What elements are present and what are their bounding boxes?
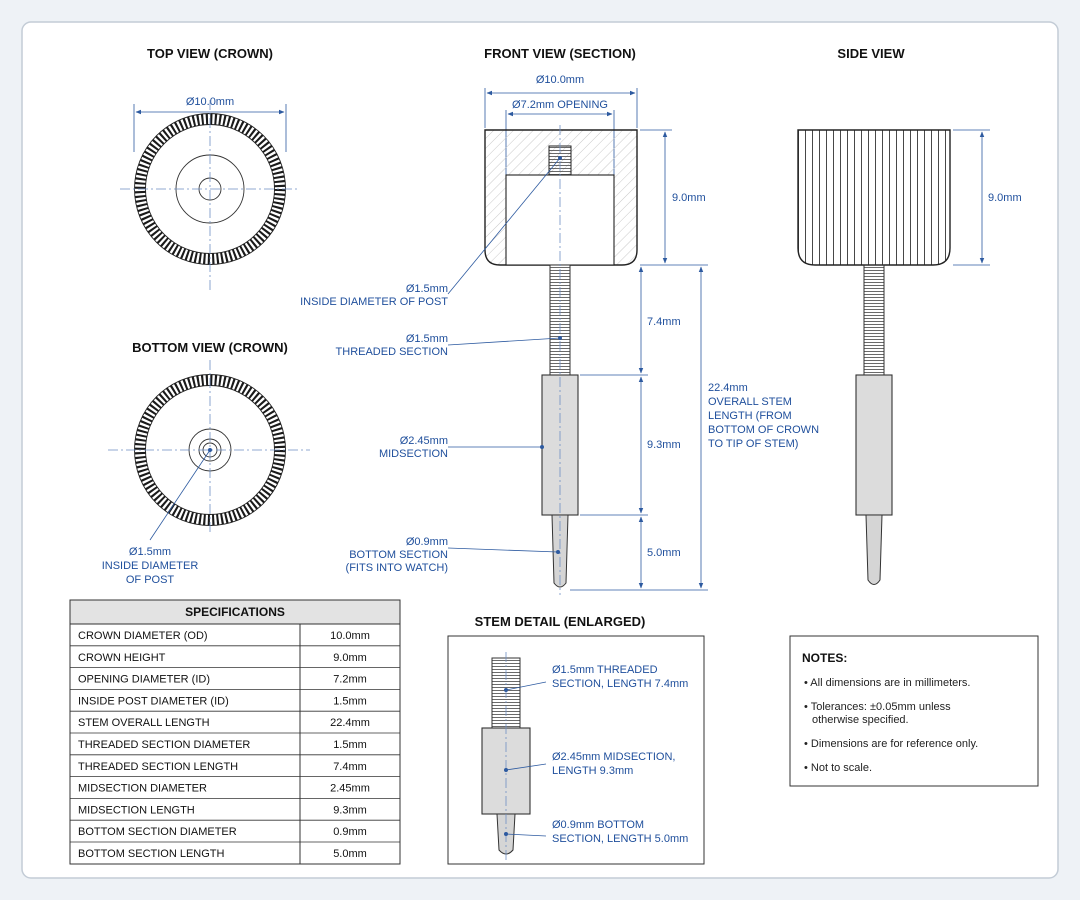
side-crown-height-label: 9.0mm: [988, 192, 1022, 204]
front-crown-cavity: [505, 174, 615, 266]
overall-callout-5: TO TIP OF STEM): [708, 438, 798, 450]
side-view: SIDE VIEW 9.0mm: [797, 46, 1022, 585]
notes-title: NOTES:: [802, 651, 847, 665]
spec-value: 0.9mm: [333, 826, 367, 838]
detail-thread-callout-1: Ø1.5mm THREADED: [552, 664, 658, 676]
bottom-post-callout-2: INSIDE DIAMETER: [102, 560, 199, 572]
spec-value: 9.3mm: [333, 804, 367, 816]
overall-callout-3: LENGTH (FROM: [708, 410, 792, 422]
front-diameter-label: Ø10.0mm: [536, 74, 584, 86]
post-callout-2: INSIDE DIAMETER OF POST: [300, 296, 448, 308]
side-threaded-section: [863, 264, 885, 376]
spec-label: INSIDE POST DIAMETER (ID): [78, 695, 229, 707]
top-view-title: TOP VIEW (CROWN): [147, 46, 273, 61]
spec-value: 10.0mm: [330, 630, 370, 642]
note-1: • All dimensions are in millimeters.: [804, 677, 970, 689]
front-bottom-length-label: 5.0mm: [647, 547, 681, 559]
top-view: TOP VIEW (CROWN) Ø10.0mm: [120, 46, 300, 290]
spec-value: 2.45mm: [330, 783, 370, 795]
specifications-table: SPECIFICATIONS CROWN DIAMETER (OD) 10.0mm…: [69, 599, 401, 865]
side-midsection: [855, 374, 893, 516]
detail-bottom-callout-1: Ø0.9mm BOTTOM: [552, 819, 644, 831]
spec-label: MIDSECTION LENGTH: [78, 804, 195, 816]
front-view: FRONT VIEW (SECTION) Ø10.0mm Ø7.2mm OPEN…: [300, 46, 819, 595]
specifications-title: SPECIFICATIONS: [185, 605, 285, 619]
spec-label: BOTTOM SECTION DIAMETER: [78, 826, 237, 838]
detail-bottom-callout-2: SECTION, LENGTH 5.0mm: [552, 833, 688, 845]
notes-box: NOTES: • All dimensions are in millimete…: [789, 635, 1039, 787]
side-bottom-section: [865, 514, 883, 585]
bottom-post-callout-3: OF POST: [126, 574, 175, 586]
bottom-callout-2: BOTTOM SECTION: [349, 549, 448, 561]
note-4: • Not to scale.: [804, 762, 872, 774]
stem-detail: STEM DETAIL (ENLARGED) Ø1.5mm THREADED S…: [447, 614, 705, 865]
bottom-view: BOTTOM VIEW (CROWN) Ø1.5mm INSIDE DIAMET…: [102, 340, 310, 586]
overall-callout-1: 22.4mm: [708, 382, 748, 394]
front-bottom-section: [551, 514, 569, 588]
stem-detail-title: STEM DETAIL (ENLARGED): [475, 614, 646, 629]
detail-mid-callout-2: LENGTH 9.3mm: [552, 765, 633, 777]
note-2-line-2: otherwise specified.: [812, 714, 909, 726]
overall-callout-4: BOTTOM OF CROWN: [708, 424, 819, 436]
spec-value: 7.4mm: [333, 761, 367, 773]
detail-mid-callout-1: Ø2.45mm MIDSECTION,: [552, 751, 675, 763]
spec-label: MIDSECTION DIAMETER: [78, 783, 207, 795]
top-knurled-ring: [134, 113, 286, 265]
front-thread-length-label: 7.4mm: [647, 316, 681, 328]
spec-value: 9.0mm: [333, 652, 367, 664]
spec-value: 7.2mm: [333, 674, 367, 686]
spec-label: THREADED SECTION DIAMETER: [78, 739, 250, 751]
post-callout-1: Ø1.5mm: [406, 283, 448, 295]
detail-thread-callout-2: SECTION, LENGTH 7.4mm: [552, 678, 688, 690]
front-view-title: FRONT VIEW (SECTION): [484, 46, 636, 61]
spec-label: STEM OVERALL LENGTH: [78, 717, 210, 729]
side-view-title: SIDE VIEW: [837, 46, 905, 61]
front-crown-height-label: 9.0mm: [672, 192, 706, 204]
front-opening-label: Ø7.2mm OPENING: [512, 99, 608, 111]
side-knurled-crown: [797, 129, 951, 266]
mid-callout-1: Ø2.45mm: [400, 435, 448, 447]
overall-callout-2: OVERALL STEM: [708, 396, 792, 408]
spec-label: THREADED SECTION LENGTH: [78, 761, 238, 773]
bottom-callout-3: (FITS INTO WATCH): [346, 562, 448, 574]
bottom-post-callout-1: Ø1.5mm: [129, 546, 171, 558]
thread-callout-2: THREADED SECTION: [336, 346, 449, 358]
spec-label: CROWN DIAMETER (OD): [78, 630, 208, 642]
bottom-callout-1: Ø0.9mm: [406, 536, 448, 548]
front-mid-length-label: 9.3mm: [647, 439, 681, 451]
note-2-line-1: • Tolerances: ±0.05mm unless: [804, 701, 951, 713]
bottom-view-title: BOTTOM VIEW (CROWN): [132, 340, 288, 355]
spec-value: 5.0mm: [333, 848, 367, 860]
thread-callout-1: Ø1.5mm: [406, 333, 448, 345]
spec-value: 1.5mm: [333, 695, 367, 707]
spec-label: CROWN HEIGHT: [78, 652, 166, 664]
detail-threaded-section: [491, 657, 521, 729]
mid-callout-2: MIDSECTION: [379, 448, 448, 460]
spec-value: 1.5mm: [333, 739, 367, 751]
spec-label: OPENING DIAMETER (ID): [78, 674, 210, 686]
specifications-header: [69, 599, 401, 625]
note-3: • Dimensions are for reference only.: [804, 738, 978, 750]
spec-label: BOTTOM SECTION LENGTH: [78, 848, 225, 860]
spec-value: 22.4mm: [330, 717, 370, 729]
